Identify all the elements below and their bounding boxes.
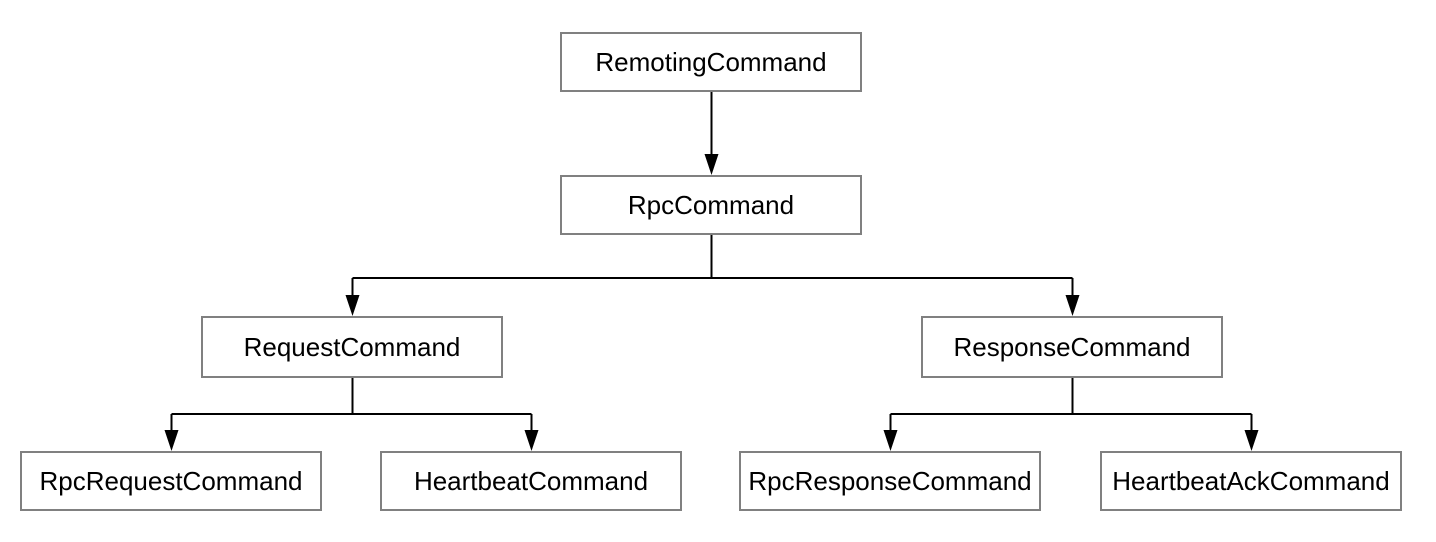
node-label: RpcRequestCommand <box>39 465 303 496</box>
edge-rpccommand-children <box>351 235 1074 297</box>
node-rpc-request-command: RpcRequestCommand <box>20 451 322 511</box>
node-label: RemotingCommand <box>595 46 827 77</box>
node-heartbeat-command: HeartbeatCommand <box>380 451 682 511</box>
node-response-command: ResponseCommand <box>921 316 1223 378</box>
arrowhead-rpccommand <box>704 154 719 175</box>
arrowhead-heartbeatcommand <box>524 430 539 451</box>
node-label: RpcCommand <box>627 189 795 220</box>
node-remoting-command: RemotingCommand <box>560 32 862 92</box>
node-label: HeartbeatCommand <box>413 465 649 496</box>
arrowhead-rpcrequestcommand <box>164 430 179 451</box>
edge-requestcommand-children <box>170 378 533 432</box>
edge-responsecommand-children <box>889 378 1253 432</box>
node-label: RequestCommand <box>243 331 461 362</box>
node-rpc-response-command: RpcResponseCommand <box>739 451 1041 511</box>
arrowhead-responsecommand <box>1065 295 1080 316</box>
arrowhead-rpcresponsecommand <box>883 430 898 451</box>
arrowhead-requestcommand <box>345 295 360 316</box>
node-label: RpcResponseCommand <box>748 465 1032 496</box>
arrowhead-heartbeatackcommand <box>1244 430 1259 451</box>
node-rpc-command: RpcCommand <box>560 175 862 235</box>
node-label: HeartbeatAckCommand <box>1112 465 1390 496</box>
node-request-command: RequestCommand <box>201 316 503 378</box>
node-heartbeat-ack-command: HeartbeatAckCommand <box>1100 451 1402 511</box>
node-label: ResponseCommand <box>953 331 1191 362</box>
